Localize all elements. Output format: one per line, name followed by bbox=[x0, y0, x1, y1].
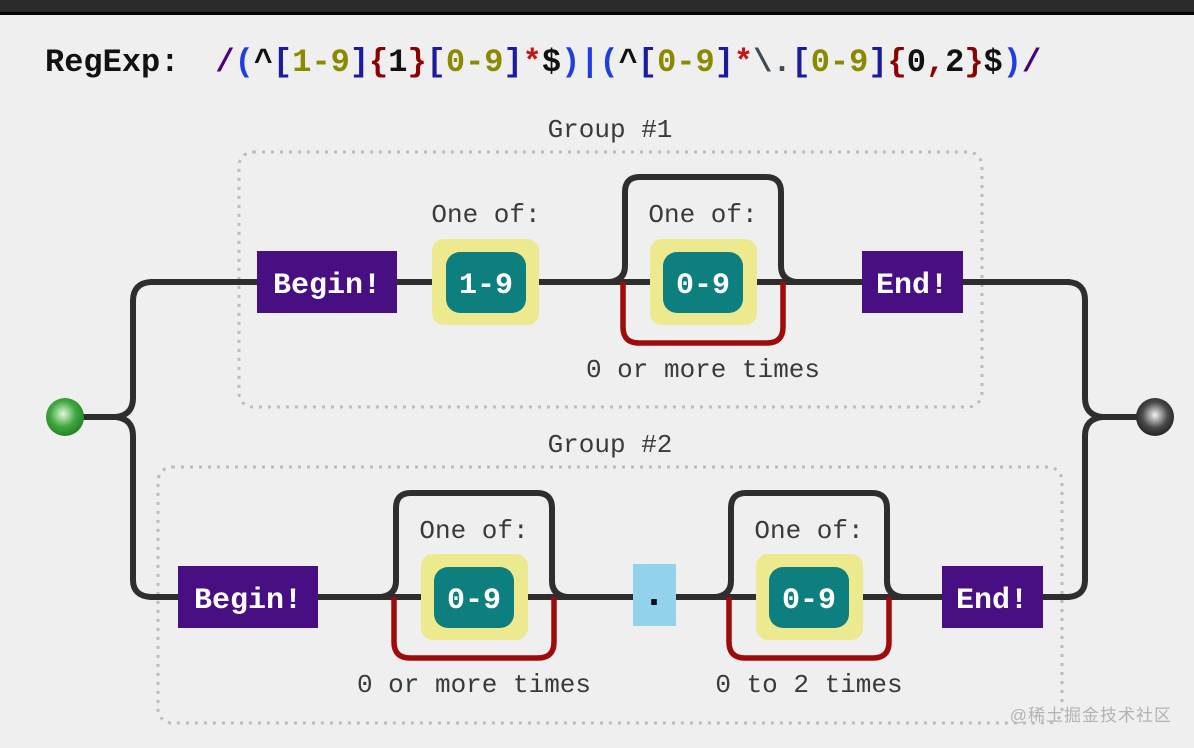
regex-token: 0 bbox=[906, 44, 926, 81]
group2-begin-label: Begin! bbox=[194, 584, 302, 618]
group1-begin-node bbox=[257, 251, 397, 313]
regex-token: * bbox=[733, 44, 754, 81]
repeat-loop-g1e2 bbox=[620, 282, 786, 346]
group2-el1-value: 0-9 bbox=[447, 584, 501, 618]
group1-el1-value: 1-9 bbox=[459, 269, 513, 303]
regex-token: ) bbox=[561, 44, 581, 81]
regex-token: 1 bbox=[388, 44, 408, 81]
skip-arc-g1e2 bbox=[609, 174, 797, 285]
group2-begin-node bbox=[178, 566, 318, 628]
top-bar bbox=[0, 0, 1194, 15]
rail-merge-top bbox=[960, 279, 1137, 420]
group1-el1-label: One of: bbox=[431, 200, 540, 230]
regex-token: ] bbox=[503, 44, 523, 81]
group1-end-node bbox=[862, 251, 963, 313]
regex-token: 0-9 bbox=[445, 44, 504, 81]
regex-token: / bbox=[1021, 44, 1042, 81]
group1-el1-charset bbox=[446, 252, 526, 313]
regex-pattern: /(^[1-9]{1}[0-9]*$)|(^[0-9]*\.[0-9]{0,2}… bbox=[215, 44, 1041, 81]
group2-el3-value: 0-9 bbox=[782, 584, 836, 618]
group2-end-node bbox=[942, 566, 1043, 628]
regex-token: 2 bbox=[945, 44, 965, 81]
regex-token: \. bbox=[753, 44, 792, 81]
regex-token: ) bbox=[1002, 44, 1022, 81]
regex-token: } bbox=[964, 44, 984, 81]
group2-literal-dot-value: . bbox=[642, 573, 666, 618]
start-dot-icon bbox=[46, 398, 84, 436]
regex-token: ^ bbox=[253, 44, 274, 81]
regex-token: { bbox=[369, 44, 389, 81]
group2-title: Group #2 bbox=[548, 430, 673, 460]
regex-token: 0-9 bbox=[810, 44, 869, 81]
regex-token: ( bbox=[599, 44, 619, 81]
repeat-loop-g2e3 bbox=[726, 597, 892, 661]
repeat-loop-g2e1 bbox=[391, 597, 557, 661]
regex-token: [ bbox=[791, 44, 811, 81]
group1-el2-charset bbox=[663, 252, 743, 313]
regexp-header: RegExp:/(^[1-9]{1}[0-9]*$)|(^[0-9]*\.[0-… bbox=[45, 44, 1165, 81]
group2-el3-charset bbox=[769, 567, 849, 628]
regex-token: , bbox=[925, 44, 946, 81]
regex-token: ] bbox=[349, 44, 370, 81]
regex-token: / bbox=[215, 44, 235, 81]
regex-token: ( bbox=[234, 44, 254, 81]
group1-end-label: End! bbox=[876, 269, 948, 303]
rail-fork-top bbox=[83, 279, 257, 420]
group2-el1-repeat-label: 0 or more times bbox=[357, 670, 591, 700]
regex-token: $ bbox=[541, 44, 562, 81]
group1-title: Group #1 bbox=[548, 115, 673, 145]
regex-token: [ bbox=[273, 44, 293, 81]
regex-token: [ bbox=[637, 44, 658, 81]
regex-token: $ bbox=[983, 44, 1003, 81]
regex-token: } bbox=[407, 44, 427, 81]
end-dot-icon bbox=[1136, 398, 1174, 436]
regex-token: ] bbox=[868, 44, 888, 81]
regex-token: 0-9 bbox=[657, 44, 715, 81]
rail-merge-bottom bbox=[1040, 414, 1103, 600]
regex-token: * bbox=[522, 44, 542, 81]
regex-token: [ bbox=[426, 44, 446, 81]
group1-begin-label: Begin! bbox=[273, 269, 381, 303]
regexp-label: RegExp: bbox=[45, 44, 180, 81]
group2-el1-label: One of: bbox=[419, 516, 528, 546]
skip-arc-g2e3 bbox=[715, 490, 903, 600]
rail-fork-bottom bbox=[115, 414, 180, 600]
regex-token: | bbox=[580, 44, 600, 81]
group2-el1-charset bbox=[434, 567, 514, 628]
group2-literal-dot-node bbox=[633, 564, 676, 626]
regex-token: { bbox=[887, 44, 907, 81]
group2-end-label: End! bbox=[956, 584, 1028, 618]
group1-el2-label: One of: bbox=[648, 200, 757, 230]
regex-token: ] bbox=[714, 44, 734, 81]
watermark: @稀土掘金技术社区 bbox=[1009, 706, 1172, 725]
group1-el2-value: 0-9 bbox=[676, 269, 730, 303]
group1-el2-repeat-label: 0 or more times bbox=[586, 355, 820, 385]
group2-el3-label: One of: bbox=[754, 516, 863, 546]
skip-arc-g2e1 bbox=[380, 490, 568, 600]
group2-frame bbox=[156, 465, 1064, 725]
regex-token: ^ bbox=[618, 44, 638, 81]
regex-token: 1-9 bbox=[292, 44, 350, 81]
group2-el3-repeat-label: 0 to 2 times bbox=[715, 670, 902, 700]
